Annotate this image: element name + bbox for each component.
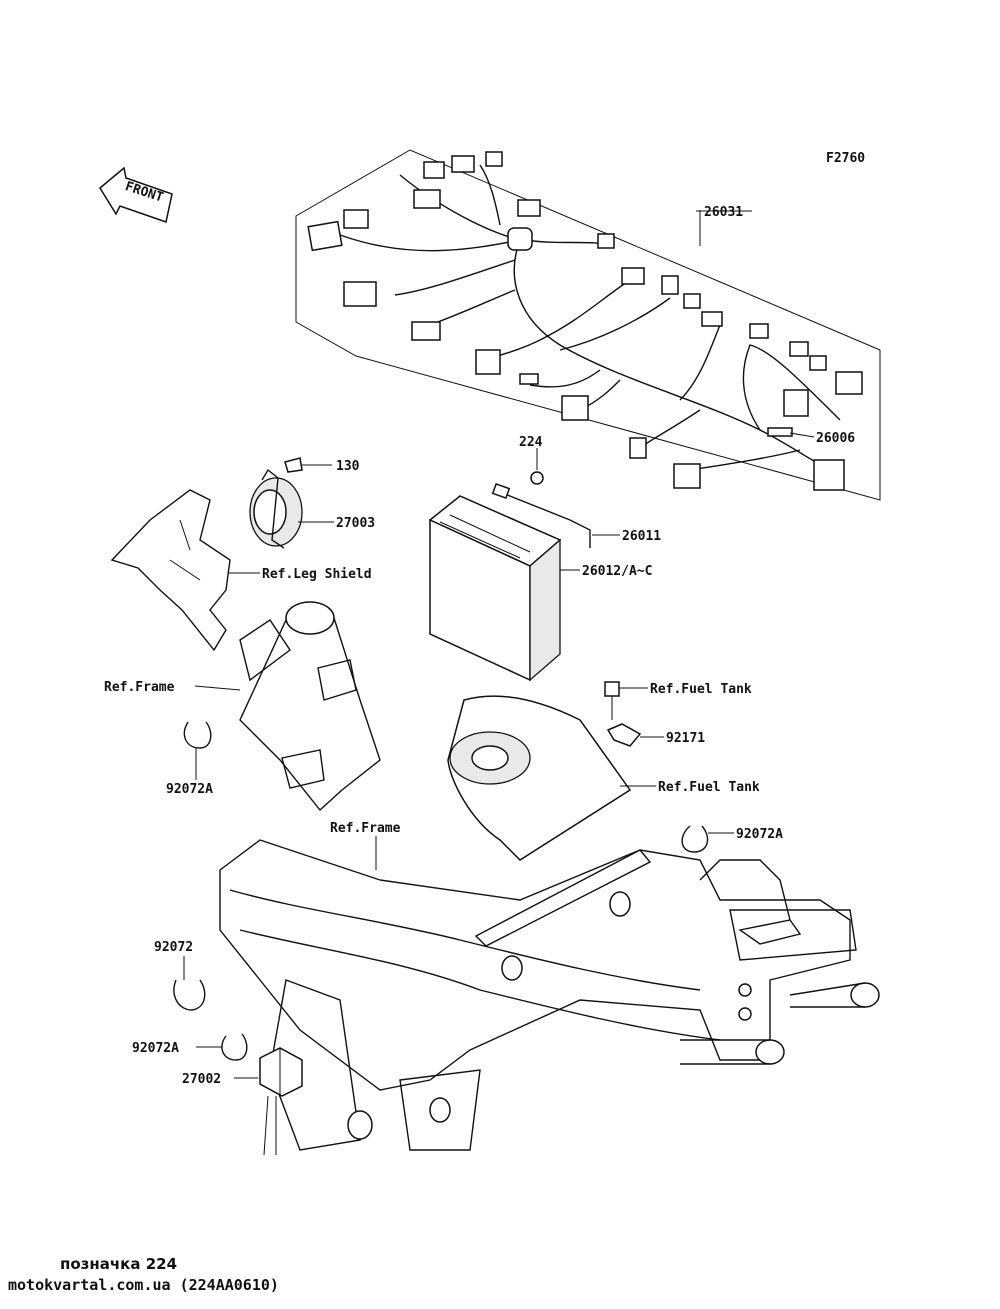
fuse-label: 26006 <box>816 431 855 446</box>
battery-label: 26012/A~C <box>582 564 652 579</box>
band-92072A-right-part <box>681 825 734 853</box>
wiring-harness-group <box>295 149 881 501</box>
harness-label: 26031 <box>704 205 743 220</box>
band-92072-label: 92072 <box>154 940 193 955</box>
band-92072A-left-part <box>183 721 212 780</box>
battery-part <box>428 495 580 682</box>
upper-frame-part <box>194 601 381 812</box>
clamp-label: 92171 <box>666 731 705 746</box>
fuel-tank-label: Ref.Fuel Tank <box>658 780 760 795</box>
bolt-224-label: 224 <box>519 435 543 450</box>
front-arrow-icon: FRONT <box>99 166 173 223</box>
band-lower-label: 92072A <box>132 1041 179 1056</box>
relay-label: 27002 <box>182 1072 221 1087</box>
footer-caption: позначка 224 <box>60 1255 178 1273</box>
fuel-tank-plate <box>447 695 656 861</box>
figure-code: F2760 <box>826 151 865 166</box>
bolt-224-part <box>530 448 544 485</box>
fuse-leader <box>789 432 815 438</box>
leg-shield-label: Ref.Leg Shield <box>262 567 372 582</box>
battery-cable-part <box>491 482 620 548</box>
cable-label: 26011 <box>622 529 661 544</box>
band-92072A-lower-part <box>196 1033 248 1061</box>
relay-part <box>234 1047 303 1156</box>
horn-label: 27003 <box>336 516 375 531</box>
clamp-92171-part <box>606 723 664 747</box>
footer-source: motokvartal.com.ua (224AA0610) <box>8 1276 279 1294</box>
frame-left-label: Ref.Frame <box>104 680 175 695</box>
frame-center-label: Ref.Frame <box>330 821 401 836</box>
bolt-130-label: 130 <box>336 459 360 474</box>
main-frame-part <box>219 839 880 1151</box>
leg-shield-bracket <box>110 489 260 652</box>
band-right-label: 92072A <box>736 827 783 842</box>
band-left-label: 92072A <box>166 782 213 797</box>
band-92072-part <box>173 956 206 1011</box>
fuel-tank-bolt-label: Ref.Fuel Tank <box>650 682 752 697</box>
fuel-tank-bolt-part <box>604 681 648 720</box>
horn-part <box>249 457 334 549</box>
